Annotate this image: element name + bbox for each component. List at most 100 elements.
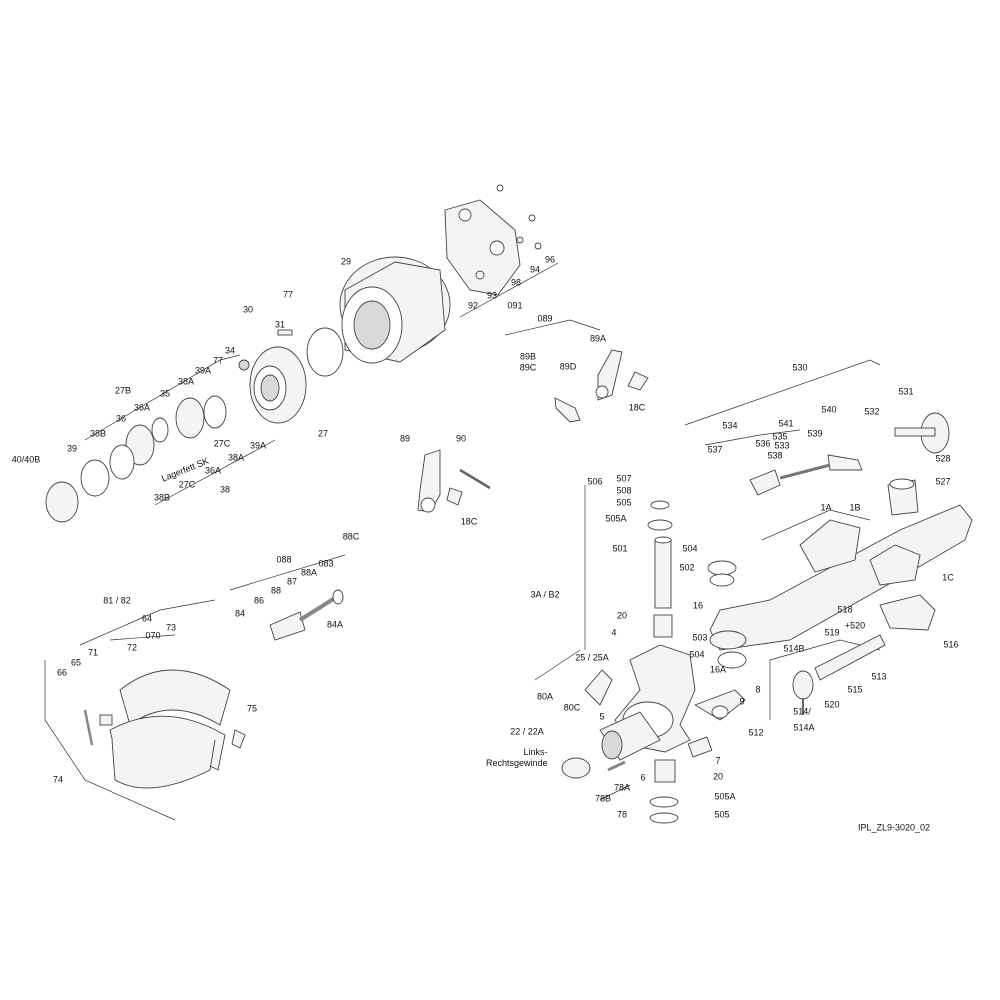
label-71: 72 (126, 642, 138, 653)
label-1b: 1B (849, 502, 861, 513)
label-091: 091 (507, 300, 523, 311)
label-27c-top: 27C (213, 438, 231, 449)
tie-rod-end (792, 634, 886, 715)
label-80c: 80C (563, 702, 581, 713)
label-64: 81 / 82 (103, 595, 131, 606)
label-30: 30 (242, 304, 254, 315)
label-5: 5 (599, 711, 605, 722)
label-514b: 514B (783, 643, 805, 654)
label-535: 535 (772, 431, 788, 442)
label-504: 504 (689, 649, 705, 660)
brake-drum (339, 256, 451, 364)
label-66: 65 (70, 657, 82, 668)
label-98: 98 (510, 277, 522, 288)
label-78: 78 (616, 809, 628, 820)
label-73: 070 (145, 630, 161, 641)
label-512: 512 (748, 727, 764, 738)
label-3a-b2: 3A / B2 (530, 589, 560, 600)
seal-ring (306, 327, 344, 377)
label-94: 94 (529, 264, 541, 275)
label-38: 38 (219, 484, 231, 495)
label-77: 77 (212, 355, 224, 366)
brake-shoe (83, 669, 246, 789)
label-89d: 89D (559, 361, 577, 372)
label-38a: 38A (177, 376, 195, 387)
label-16: 16 (692, 600, 704, 611)
label-514a: 514A (793, 722, 815, 733)
label-96: 96 (544, 254, 556, 265)
label-530: 530 (792, 362, 808, 373)
label-514-slash: 514/ (793, 706, 811, 717)
label-27c: 27C (178, 479, 196, 490)
bearing-set (45, 359, 250, 523)
label-8: 8 (755, 684, 761, 695)
steering-knuckle (561, 644, 746, 824)
label-508: 508 (616, 485, 632, 496)
label-35: 35 (159, 388, 171, 399)
label-77-top: 77 (282, 289, 294, 300)
label-4: 4 (611, 627, 617, 638)
label-88c: 88C (342, 531, 360, 542)
label-25-25a: 25 / 25A (575, 652, 609, 663)
label-39a-lower: 39A (249, 440, 267, 451)
label-513: 513 (871, 671, 887, 682)
wheel-hub (249, 329, 307, 424)
label-72: 73 (165, 622, 177, 633)
label-519: 519 (824, 627, 840, 638)
label-88a: 083 (318, 558, 334, 569)
label-534: 534 (722, 420, 738, 431)
label-75: 66 (56, 667, 68, 678)
label-506: 506 (587, 476, 603, 487)
label-515: 515 (847, 684, 863, 695)
label-78b: 78B (594, 793, 612, 804)
label-65: 71 (87, 647, 99, 658)
label-505: 505 (714, 809, 730, 820)
label-34: 34 (224, 345, 236, 356)
label-527: 527 (935, 476, 951, 487)
king-pin-set (647, 500, 747, 669)
label-060: 74 (52, 774, 64, 785)
label-89b: 89B (519, 351, 537, 362)
label-38a-lower: 38A (227, 452, 245, 463)
label-16a: 16A (709, 664, 727, 675)
label-520: 520 (824, 699, 840, 710)
label-20-top: 20 (616, 610, 628, 621)
label-80a: 80A (536, 691, 554, 702)
label-528: 528 (935, 453, 951, 464)
label-39: 39 (66, 443, 78, 454)
backing-plate (444, 184, 542, 296)
label-plus-520: +520 (844, 620, 866, 631)
label-531: 531 (898, 386, 914, 397)
label-89: 89 (399, 433, 411, 444)
label-22-22a: 22 / 22A (510, 726, 544, 737)
label-537: 537 (707, 444, 723, 455)
label-29: 29 (340, 256, 352, 267)
slack-adjuster (417, 449, 491, 513)
label-501: 501 (612, 543, 628, 554)
label-533: 533 (774, 440, 790, 451)
label-27: 27 (317, 428, 329, 439)
label-070: 64 (141, 613, 153, 624)
label-87: 88 (270, 585, 282, 596)
note-links-rechtsgewinde: Links-Rechtsgewinde (486, 747, 548, 768)
label-84: 86 (253, 595, 265, 606)
label-36a-lower: 36A (204, 465, 222, 476)
label-38b: 38B (153, 492, 171, 503)
label-540: 540 (821, 404, 837, 415)
label-18c: 18C (460, 516, 478, 527)
label-532: 532 (864, 406, 880, 417)
label-503: 503 (692, 632, 708, 643)
label-538: 538 (767, 450, 783, 461)
drawing-id: IPL_ZL9-3020_02 (858, 822, 931, 833)
label-1a: 1A (820, 502, 832, 513)
label-38b-top: 38B (89, 428, 107, 439)
brake-chamber (749, 412, 950, 496)
label-505a: 505A (714, 791, 736, 802)
label-505a-top: 505A (605, 513, 627, 524)
label-502: 502 (679, 562, 695, 573)
label-78a: 78A (613, 782, 631, 793)
slack-adjuster-upper (554, 349, 649, 423)
label-9: 9 (739, 696, 745, 707)
label-36: 36 (115, 413, 127, 424)
assembly-brackets (44, 262, 881, 821)
